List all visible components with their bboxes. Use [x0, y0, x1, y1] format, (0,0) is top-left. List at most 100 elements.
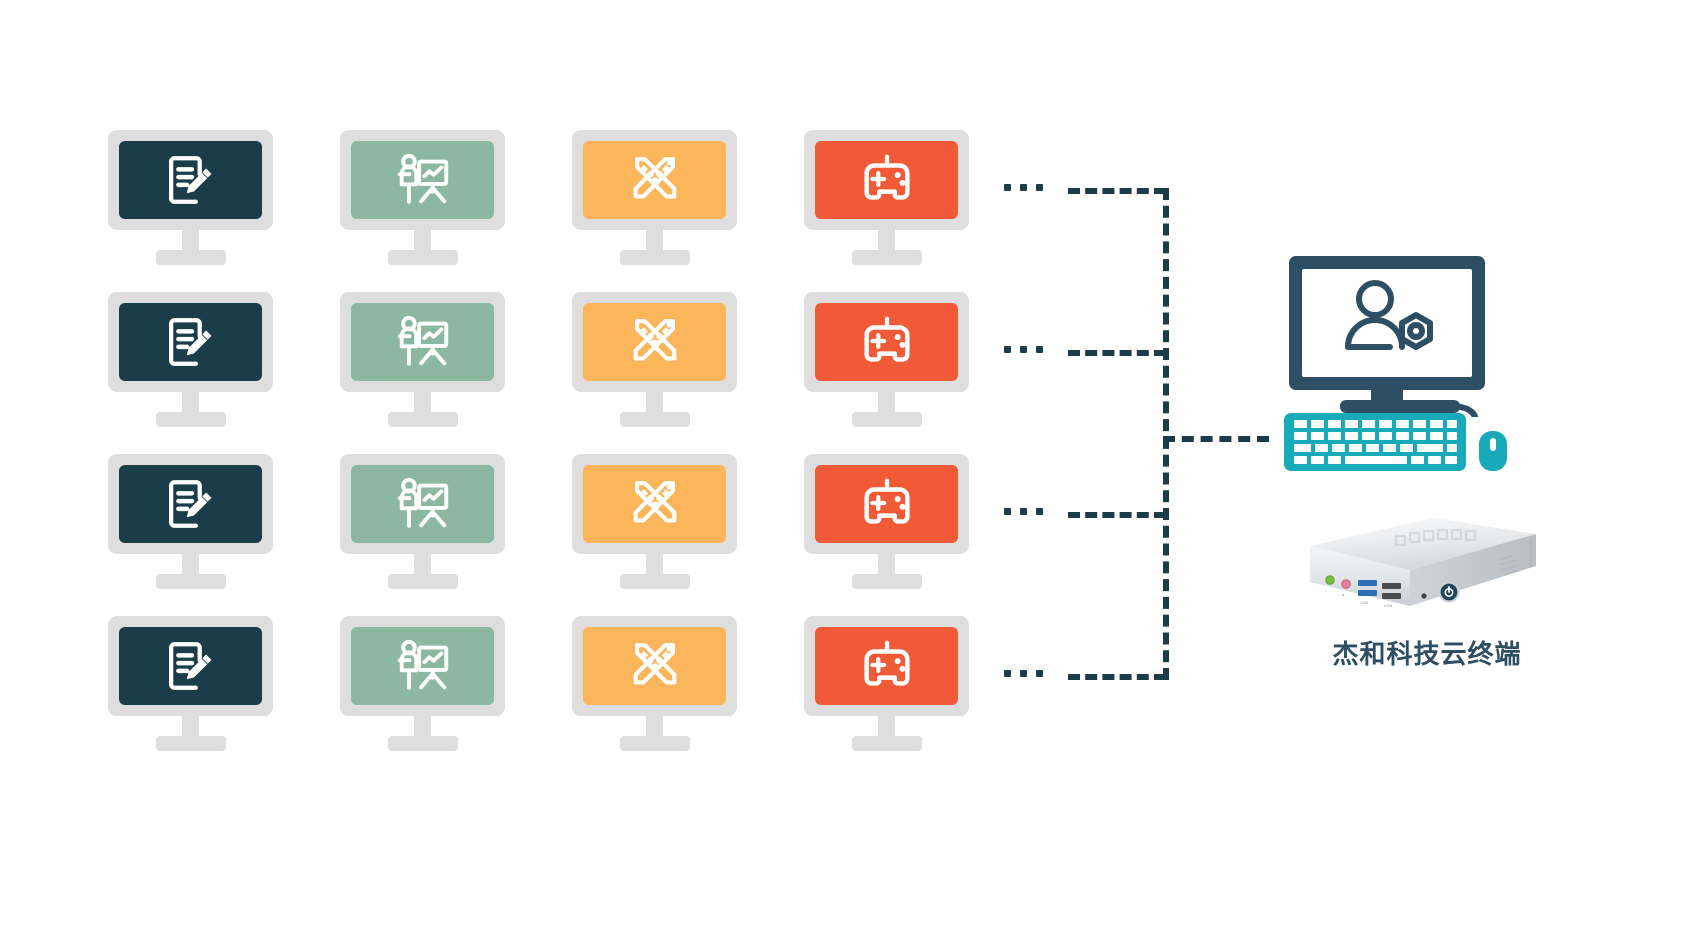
connector-branch-row-4	[1068, 674, 1166, 680]
ellipsis-dot	[1036, 670, 1043, 677]
admin-monitor[interactable]	[1282, 252, 1502, 459]
connector-branch-row-1	[1068, 188, 1166, 194]
ellipsis-dot	[1036, 508, 1043, 515]
user-gear-icon	[1345, 280, 1433, 350]
client-row	[108, 130, 1008, 270]
keyboard-mouse-group[interactable]	[1284, 407, 1507, 471]
admin-monitor-svg	[1289, 256, 1485, 459]
monitor-screen	[119, 303, 262, 381]
monitor-neck	[878, 554, 895, 576]
svg-text:♪: ♪	[1325, 588, 1327, 593]
client-monitor-gaming[interactable]	[804, 292, 969, 432]
monitor-bezel	[572, 292, 737, 392]
presenter-chart-icon	[392, 149, 454, 211]
mini-pc-icon[interactable]: ♪ ● USB USB	[1284, 500, 1536, 620]
monitor-screen	[119, 141, 262, 219]
row-ellipsis	[1004, 184, 1043, 191]
connector-bus	[1050, 120, 1310, 740]
client-monitor-teaching[interactable]	[340, 292, 505, 432]
ellipsis-dot	[1036, 184, 1043, 191]
monitor-neck	[878, 392, 895, 414]
client-monitor-gaming[interactable]	[804, 454, 969, 594]
monitor-base	[388, 574, 458, 589]
client-monitor-teaching[interactable]	[340, 616, 505, 756]
cloud-terminal-group: ♪ ● USB USB	[1272, 252, 1602, 712]
client-monitor-teaching[interactable]	[340, 130, 505, 270]
monitor-bezel	[572, 130, 737, 230]
monitor-screen	[119, 627, 262, 705]
monitor-bezel	[340, 454, 505, 554]
monitor-screen	[583, 141, 726, 219]
monitor-base	[620, 736, 690, 751]
svg-text:●: ●	[1342, 592, 1345, 597]
presenter-chart-icon	[392, 311, 454, 373]
monitor-screen	[351, 141, 494, 219]
monitor-bezel	[108, 454, 273, 554]
monitor-base	[620, 412, 690, 427]
ellipsis-dot	[1004, 670, 1011, 677]
client-monitor-teaching[interactable]	[340, 454, 505, 594]
monitor-bezel	[340, 292, 505, 392]
client-monitor-office[interactable]	[108, 616, 273, 756]
mini-pc-svg: ♪ ● USB USB	[1310, 518, 1536, 608]
monitor-screen	[119, 465, 262, 543]
client-monitor-design[interactable]	[572, 130, 737, 270]
connector-bus-to-server	[1163, 436, 1269, 442]
gamepad-icon	[856, 311, 918, 373]
client-row	[108, 292, 1008, 432]
monitor-bezel	[108, 130, 273, 230]
connector-vertical-bus	[1163, 188, 1169, 680]
monitor-screen	[815, 465, 958, 543]
monitor-base	[852, 250, 922, 265]
presenter-chart-icon	[392, 635, 454, 697]
client-monitor-office[interactable]	[108, 130, 273, 270]
monitor-neck	[414, 554, 431, 576]
row-ellipsis	[1004, 346, 1043, 353]
monitor-neck	[646, 392, 663, 414]
monitor-screen	[815, 627, 958, 705]
monitor-neck	[414, 392, 431, 414]
monitor-neck	[182, 230, 199, 252]
monitor-screen	[351, 303, 494, 381]
monitor-base	[388, 736, 458, 751]
monitor-screen	[815, 303, 958, 381]
monitor-base	[620, 574, 690, 589]
monitor-base	[388, 250, 458, 265]
monitor-neck	[878, 230, 895, 252]
monitor-bezel	[804, 130, 969, 230]
ellipsis-dot	[1004, 184, 1011, 191]
client-monitor-office[interactable]	[108, 292, 273, 432]
keyboard-svg	[1284, 413, 1507, 471]
ellipsis-dot	[1036, 346, 1043, 353]
monitor-neck	[182, 392, 199, 414]
client-monitor-office[interactable]	[108, 454, 273, 594]
svg-text:USB: USB	[1384, 603, 1393, 608]
monitor-neck	[646, 230, 663, 252]
monitor-base	[852, 574, 922, 589]
monitor-bezel	[108, 616, 273, 716]
monitor-screen	[583, 465, 726, 543]
monitor-base	[388, 412, 458, 427]
monitor-base	[156, 574, 226, 589]
monitor-bezel	[572, 616, 737, 716]
client-monitor-design[interactable]	[572, 454, 737, 594]
ellipsis-dot	[1004, 346, 1011, 353]
monitor-bezel	[340, 130, 505, 230]
monitor-bezel	[804, 454, 969, 554]
client-monitor-design[interactable]	[572, 292, 737, 432]
reset-pinhole	[1421, 593, 1427, 599]
client-monitor-design[interactable]	[572, 616, 737, 756]
monitor-screen	[351, 465, 494, 543]
gamepad-icon	[856, 149, 918, 211]
row-ellipsis	[1004, 670, 1043, 677]
client-monitor-gaming[interactable]	[804, 130, 969, 270]
client-row	[108, 454, 1008, 594]
monitor-neck	[646, 716, 663, 738]
monitor-bezel	[340, 616, 505, 716]
monitor-bezel	[572, 454, 737, 554]
client-monitor-gaming[interactable]	[804, 616, 969, 756]
client-grid	[108, 130, 1008, 770]
client-row	[108, 616, 1008, 756]
cloud-terminal-caption: 杰和科技云终端	[1332, 639, 1522, 669]
connector-branch-row-3	[1068, 512, 1166, 518]
